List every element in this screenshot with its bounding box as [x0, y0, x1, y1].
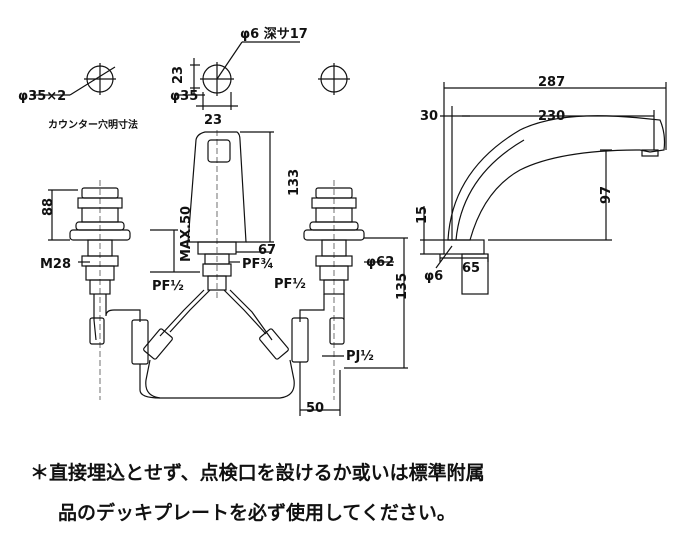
dim-65: 65 [462, 261, 480, 276]
dim-230: 230 [538, 109, 565, 124]
dim-50: 50 [306, 401, 324, 416]
installation-note-line2: 品のデッキプレートを必ず使用してください。 [58, 502, 456, 524]
dim-pf34: PF¾ [242, 257, 274, 272]
right-valve [291, 180, 408, 416]
dim-35: φ35 [170, 89, 198, 104]
dim-62: φ62 [366, 255, 394, 270]
dim-23-top: 23 [171, 66, 186, 84]
center-spout-body [143, 130, 295, 399]
dim-23-bottom: 23 [204, 113, 222, 128]
dim-pf12-left: PF½ [152, 279, 184, 294]
dim-67: 67 [258, 243, 276, 258]
dim-m28: M28 [40, 257, 71, 272]
left-valve [48, 180, 200, 400]
dim-30: 30 [420, 109, 438, 124]
dim-97: 97 [599, 186, 614, 204]
dim-pj12: PJ½ [346, 349, 374, 364]
dim-135: 135 [395, 273, 410, 300]
counter-hole-plan [30, 41, 350, 110]
spout-side-view [420, 82, 667, 295]
installation-note-line1: ＊直接埋込とせず、点検口を設けるか或いは標準附属 [30, 462, 485, 484]
dim-133: 133 [287, 169, 302, 196]
dim-phi6: φ6 [424, 269, 443, 284]
counter-hole-caption: カウンター穴明寸法 [48, 118, 138, 131]
dim-88: 88 [41, 198, 56, 216]
dim-15: 15 [415, 206, 430, 224]
hole-depth-label: φ6 深サ17 [240, 26, 308, 42]
dim-pf12-right: PF½ [274, 277, 306, 292]
dim-max50: MAX.50 [179, 206, 194, 262]
dim-287: 287 [538, 75, 565, 90]
dim-35x2: φ35×2 [18, 89, 66, 104]
